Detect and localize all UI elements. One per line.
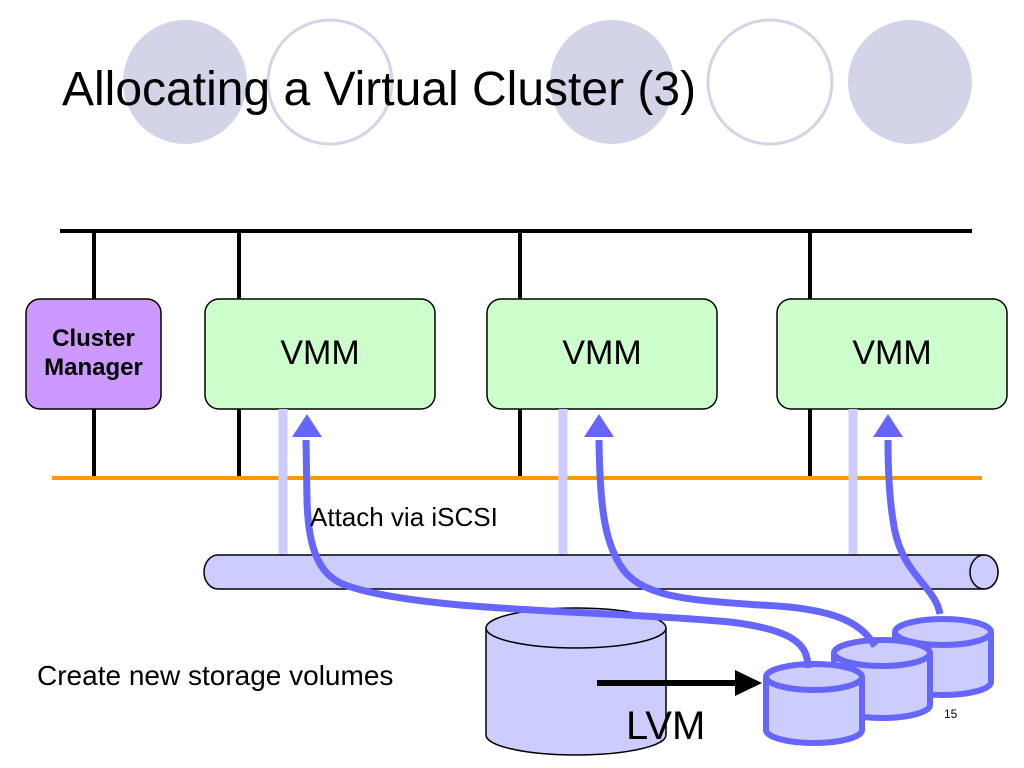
page-number: 15 <box>944 707 958 721</box>
vmm-label-1: VMM <box>280 334 360 372</box>
vmm-label-3: VMM <box>852 334 932 372</box>
volume-cylinder-1 <box>763 661 865 746</box>
cluster-manager-box <box>25 298 162 410</box>
attach-arrowheads <box>292 414 903 437</box>
attach-arrow-3 <box>884 439 944 615</box>
vmm-box-3 <box>776 298 1008 410</box>
vmm-pipe-connectors <box>278 409 858 555</box>
decorative-circles <box>123 18 972 146</box>
lvm-label: LVM <box>626 704 706 748</box>
vmm-box-1 <box>204 298 436 410</box>
storage-pipe <box>203 554 999 590</box>
attach-arrow-1 <box>302 439 812 669</box>
slide-title: Allocating a Virtual Cluster (3) <box>62 63 697 116</box>
attach-arrow-2 <box>595 439 878 648</box>
vmm-box-2 <box>486 298 718 410</box>
attach-via-iscsi-label: Attach via iSCSI <box>310 502 498 532</box>
create-volumes-label: Create new storage volumes <box>37 660 394 691</box>
attach-arrows <box>302 439 944 669</box>
cluster-manager-label: Cluster Manager <box>26 299 161 409</box>
vmm-label-2: VMM <box>562 334 642 372</box>
cluster-manager-text: Cluster Manager <box>44 325 143 381</box>
lvm-arrow <box>597 670 762 696</box>
management-network <box>60 229 972 478</box>
